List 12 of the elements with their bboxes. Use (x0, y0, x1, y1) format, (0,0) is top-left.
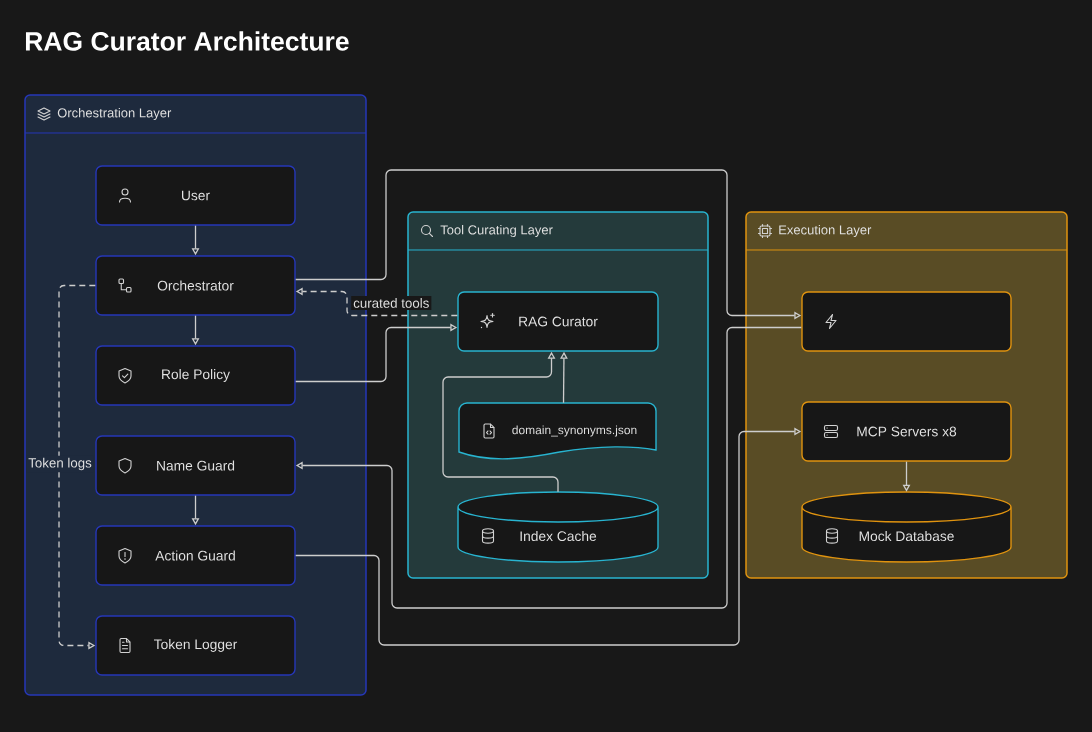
process-box: Action Guard (95, 525, 296, 586)
process-box: MCP Servers x8 (801, 401, 1012, 462)
database-cylinder: Mock Database (801, 491, 1012, 563)
database-cylinder: Index Cache (457, 491, 659, 563)
edge-label: curated tools (351, 296, 432, 310)
process-box: Name Guard (95, 435, 296, 496)
process-box: Token Logger (95, 615, 296, 676)
process-box: RAG Curator (457, 291, 659, 352)
process-box: User (95, 165, 296, 226)
title: RAG Curator Architecture (25, 31, 349, 51)
process-box: Role Policy (95, 345, 296, 406)
process-box: Orchestrator (95, 255, 296, 316)
